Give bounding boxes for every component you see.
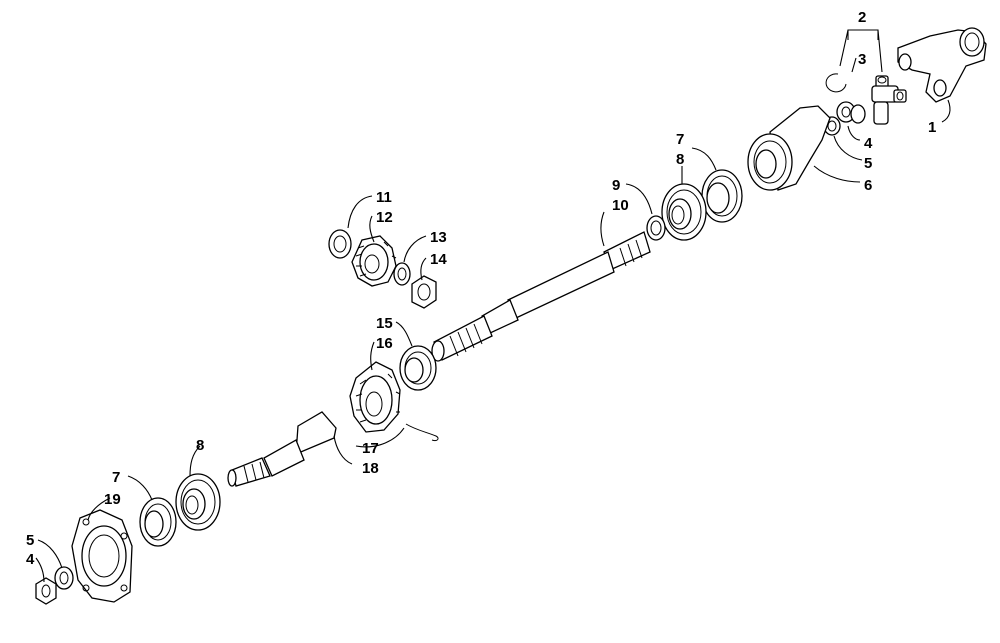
callout-5: 5 [864,155,872,172]
callout-8b: 8 [196,437,204,454]
callout-19: 19 [104,491,121,508]
callout-13: 13 [430,229,447,246]
callout-5b: 5 [26,532,34,549]
part-6-coupling-yoke [747,105,831,191]
part-8-bearing-bottom [175,473,221,531]
callout-16: 16 [376,335,393,352]
part-19-flange-housing [71,509,133,603]
part-16-ring-gear [349,361,401,433]
part-18-pinion-shaft [227,411,337,487]
part-12-bevel-gear [351,235,397,287]
callout-12: 12 [376,209,393,226]
callout-2: 2 [858,9,866,26]
part-4-washer-bottom [54,566,74,590]
part-4-5-washers-top [823,101,866,136]
callout-7: 7 [676,131,684,148]
part-15-bearing [399,345,437,391]
callout-labels: 1 2 3 4 5 6 7 8 9 10 11 12 13 14 15 16 1… [26,9,936,568]
callout-14: 14 [430,251,447,268]
callout-4b: 4 [26,551,35,568]
part-7-seal-top [701,169,743,223]
callout-9: 9 [612,177,620,194]
part-5-nut-bottom [35,577,57,605]
part-1-yoke [897,27,987,103]
part-10-drive-shaft [431,231,651,362]
part-13-washer [393,262,411,286]
callout-17: 17 [362,440,379,457]
part-17-snap-ring [405,423,439,441]
part-9-washer [646,215,666,241]
callout-6: 6 [864,177,872,194]
part-14-nut [411,275,437,309]
callout-4: 4 [864,135,873,152]
part-2-cross-kit [871,75,907,125]
callout-18: 18 [362,460,379,477]
callout-15: 15 [376,315,393,332]
part-8-bearing-top [661,183,707,241]
part-3-snap-ring [825,73,847,93]
callout-1: 1 [928,119,936,136]
callout-7b: 7 [112,469,120,486]
callout-10: 10 [612,197,629,214]
part-11-washer [328,229,352,259]
callout-3: 3 [858,51,866,68]
leader-lines [35,29,951,583]
callout-8: 8 [676,151,684,168]
part-7-seal-bottom [139,497,177,547]
callout-11: 11 [376,189,392,206]
